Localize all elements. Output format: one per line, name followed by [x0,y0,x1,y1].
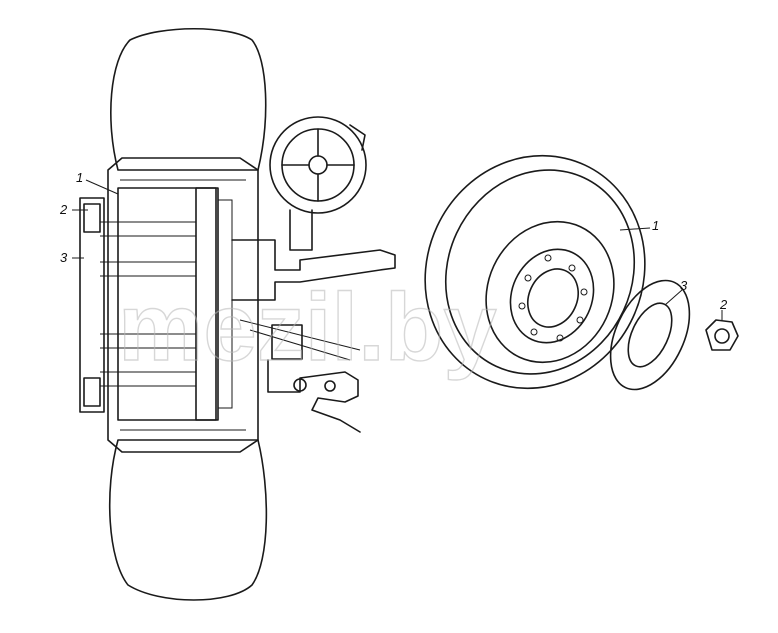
wheel-bolt-holes [518,254,588,342]
callout-3-right: 3 [680,278,688,293]
wheel-studs [100,221,196,387]
callout-1-left: 1 [76,170,83,185]
axle-housing [231,239,396,301]
watermark-text: mezil.by [118,274,497,381]
axle-wheel-section-view [79,27,396,601]
callout-3-left: 3 [60,250,68,265]
suspension-bracket [267,359,361,433]
upper-tire [110,27,267,171]
brake-chamber [269,116,367,214]
callout-2-left: 2 [59,202,68,217]
exploded-wheel-view [424,154,739,391]
callout-leaders [72,179,723,320]
callout-1-right: 1 [652,218,659,233]
rim [107,157,259,453]
callout-2-right: 2 [719,297,728,312]
wheel-nut [705,319,739,351]
wheel-flange [79,197,105,413]
hub-drum [117,187,217,421]
clamping-ring [609,279,691,391]
tire-tread [424,154,646,390]
lower-tire [108,439,268,601]
wheel-disc [485,220,615,364]
